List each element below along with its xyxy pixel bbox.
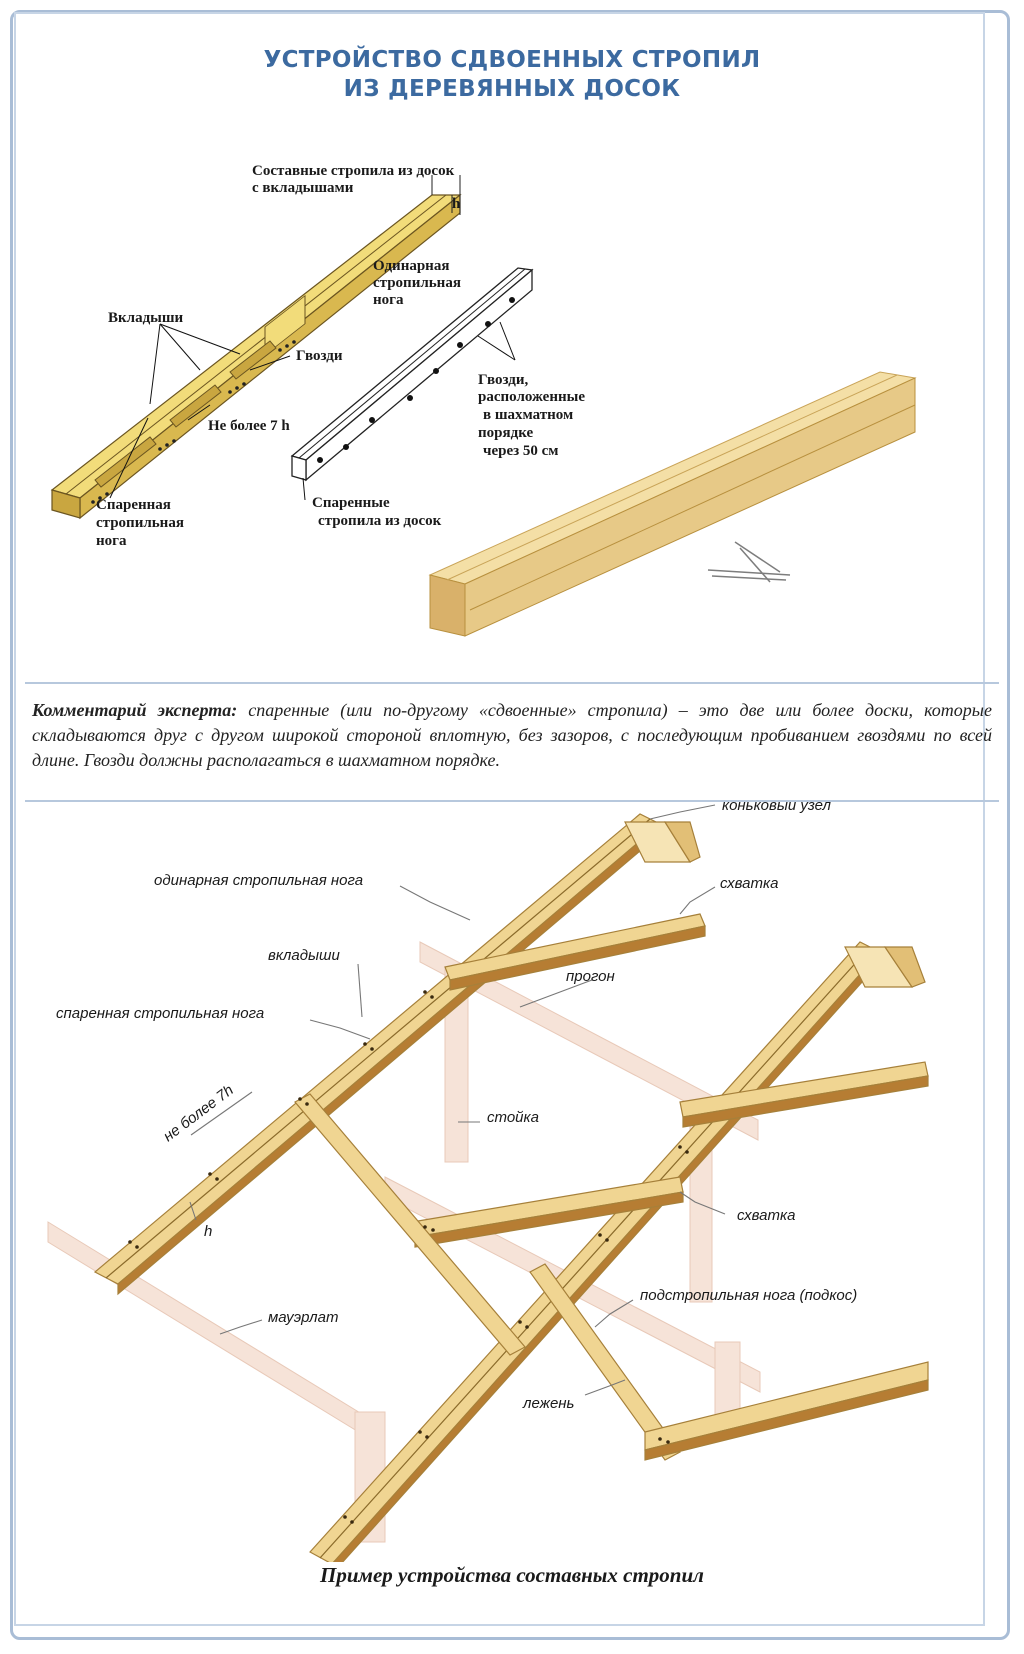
inserts-label: Вкладыши [108, 310, 184, 326]
nails-label: Гвозди [296, 348, 343, 364]
title-line-1: УСТРОЙСТВО СДВОЕННЫХ СТРОПИЛ [263, 47, 761, 73]
not-more-label-bottom: не более 7h [160, 1082, 237, 1146]
staggered-label-3: в шахматном [483, 407, 573, 423]
single-leg-label-3: нога [373, 292, 404, 308]
tie2-label: схватка [737, 1207, 795, 1224]
not-more-label: Не более 7 h [208, 418, 290, 434]
separator-bottom [25, 800, 999, 802]
figure-caption: Пример устройства составных стропил [320, 1563, 704, 1587]
paired-rafters-label-1: Спаренные [312, 495, 390, 511]
separator-top [25, 682, 999, 684]
purlin-label: прогон [566, 968, 615, 985]
paired-leg-label-3: нога [96, 533, 127, 549]
single-leg-label-1: Одинарная [373, 258, 449, 274]
staggered-label-5: через 50 см [483, 443, 559, 459]
wood-members [93, 813, 929, 1562]
single-leg-label: одинарная стропильная нога [154, 872, 363, 889]
sill-label: лежень [522, 1395, 575, 1412]
mauerlat-label: мауэрлат [268, 1309, 338, 1326]
staggered-label-1: Гвозди, [478, 372, 528, 388]
composite-rafter-drawing [50, 175, 462, 520]
post-label: стойка [487, 1109, 539, 1126]
paired-rafter-drawing [290, 267, 534, 482]
top-leader-lines [109, 321, 516, 501]
top-diagram: Составные стропила из досок с вкладышами… [50, 163, 917, 637]
title-line-2: ИЗ ДЕРЕВЯННЫХ ДОСОК [343, 76, 681, 102]
tie1-label: схватка [720, 875, 778, 892]
bottom-diagram: коньковый узел одинарная стропильная ног… [47, 802, 929, 1562]
wood-board-image [428, 371, 917, 637]
bottom-leader-lines [189, 804, 726, 1396]
comment-text: спаренные (или по-другому «сдвоенные» ст… [32, 700, 992, 770]
comment-lead: Комментарий эксперта: [32, 700, 238, 720]
paired-leg-label-2: стропильная [96, 515, 184, 531]
page-title: УСТРОЙСТВО СДВОЕННЫХ СТРОПИЛ ИЗ ДЕРЕВЯНН… [0, 46, 1024, 104]
paired-rafters-label-2: стропила из досок [318, 513, 442, 529]
expert-comment: Комментарий эксперта: спаренные (или по-… [32, 698, 992, 773]
single-leg-label-2: стропильная [373, 275, 461, 291]
h-label-top: h [452, 196, 461, 212]
paired-leg-label: спаренная стропильная нога [56, 1005, 264, 1022]
nail-dots [128, 990, 689, 1524]
staggered-label-2: расположенные [478, 389, 585, 405]
paired-leg-label-1: Спаренная [96, 497, 171, 513]
inserts-label-bottom: вкладыши [268, 947, 340, 964]
inner-frame [14, 12, 985, 1626]
h-label-bottom: h [204, 1223, 212, 1240]
composite-label-2: с вкладышами [252, 180, 354, 196]
strut-label: подстропильная нога (подкос) [640, 1287, 857, 1304]
composite-label-1: Составные стропила из досок [252, 163, 455, 179]
staggered-label-4: порядке [478, 425, 533, 441]
ridge-label: коньковый узел [722, 802, 832, 814]
